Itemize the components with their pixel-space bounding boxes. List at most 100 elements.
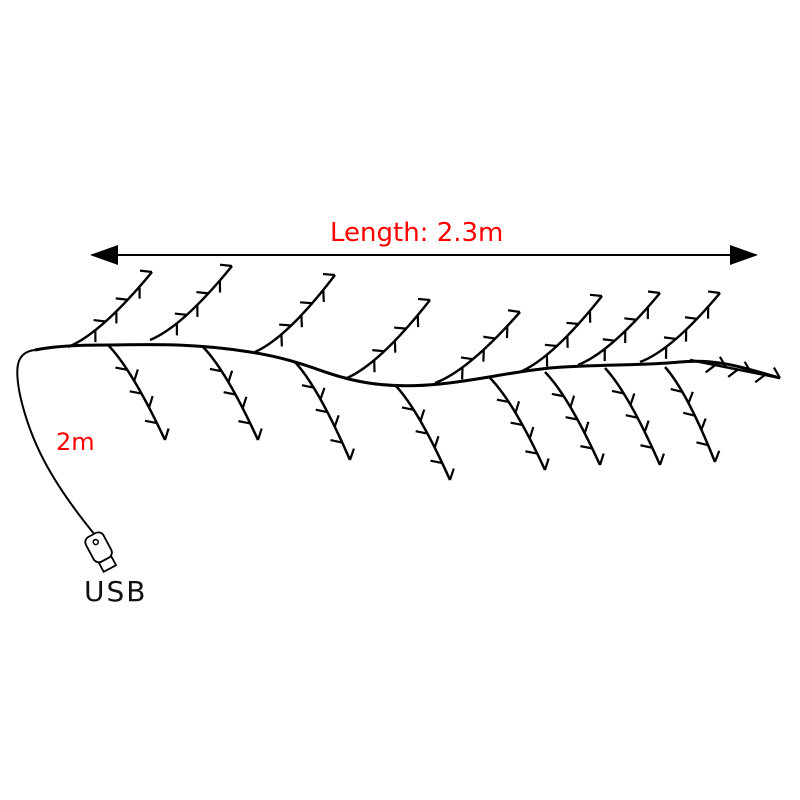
branch-twig [625,414,638,419]
usb-cable [16,349,96,536]
branch-twig [174,312,187,316]
branch-twig [419,409,426,422]
branch [67,271,153,349]
main-wire [34,343,781,388]
branch-twig [525,450,538,455]
branch-twig [589,293,603,298]
branch [544,371,602,466]
branch [577,292,661,367]
branch-twig [139,269,153,274]
branch-twig [700,418,707,431]
branch [202,346,260,441]
branch-twig [333,414,340,428]
branch [107,344,167,441]
branch-twig [209,367,222,373]
branch-twig [219,263,233,268]
branch-twig [565,416,578,421]
usb-plug-icon [84,531,118,574]
branch [294,361,352,461]
branch-twig [415,430,428,435]
branch-twig [611,389,624,395]
branch-twig [743,361,752,373]
branch [604,367,662,466]
branch-twig [544,343,557,348]
branch-twig [514,400,521,414]
branch-twig [707,290,721,295]
branch [254,274,336,354]
branch-twig [300,301,313,305]
branch-twig [223,391,236,396]
branch [394,384,452,481]
branch-twig [583,421,590,434]
length-label: Length: 2.3m [330,218,504,248]
branch [149,265,233,342]
cable-length-label: 2m [56,428,95,456]
branch [689,358,781,380]
branch-twig [640,444,653,449]
branch-twig [658,453,665,466]
branch-twig [483,335,496,340]
branch [346,299,431,380]
branch-twig [144,419,158,425]
branch-twig [163,428,170,441]
branch-twig [129,390,142,395]
branch-twig [401,406,414,411]
branch-twig [394,326,407,330]
branch-twig [566,321,579,326]
branch [664,366,717,463]
branch-twig [115,297,128,301]
branch-twig [696,441,709,447]
branch-twig [372,348,385,353]
branch-twig [301,384,314,389]
branch-twig [93,318,106,323]
branch [639,292,721,364]
usb-label: USB [84,575,148,608]
branch-twig [115,366,128,371]
branch-twig [629,393,636,406]
branch-twig [682,411,696,417]
branch-twig [624,317,637,321]
branch-twig [279,323,292,327]
branch-twig [718,356,727,368]
branch-twig [315,408,328,414]
branch-twig [147,395,154,408]
branch-twig [569,395,576,408]
branch-twig [241,396,248,409]
branch [434,311,521,385]
branch-twig [507,309,521,314]
branch-twig [227,370,234,383]
branch-twig [754,374,766,384]
branch-twig [528,426,535,439]
branch-twig [687,391,694,404]
branch-twig [238,420,251,425]
branch-twig [772,367,781,379]
branch-twig [322,272,336,277]
branch-twig [727,368,739,378]
branch-twig [713,450,721,463]
branch-twig [448,468,455,481]
branch-twig [348,448,355,461]
branch-twig [643,420,650,433]
branch-twig [330,438,343,444]
branch-twig [510,421,523,427]
branch-twig [319,387,326,400]
branch-twig [543,458,550,471]
branch-twig [133,369,139,382]
branch-twig [256,428,263,441]
branch-twig [598,453,605,466]
branch-twig [684,316,698,320]
branch-twig [496,398,509,404]
branch [519,295,603,374]
branch-twig [417,297,431,302]
branch-twig [705,364,716,374]
branch-twig [430,459,443,465]
branch-twig [670,388,683,394]
branch-twig [647,290,661,295]
branch-twig [663,336,677,341]
branch-twig [460,356,474,361]
branch-twig [433,435,440,448]
branch-twig [551,392,564,398]
branch [489,377,547,471]
branch-twig [196,290,209,295]
